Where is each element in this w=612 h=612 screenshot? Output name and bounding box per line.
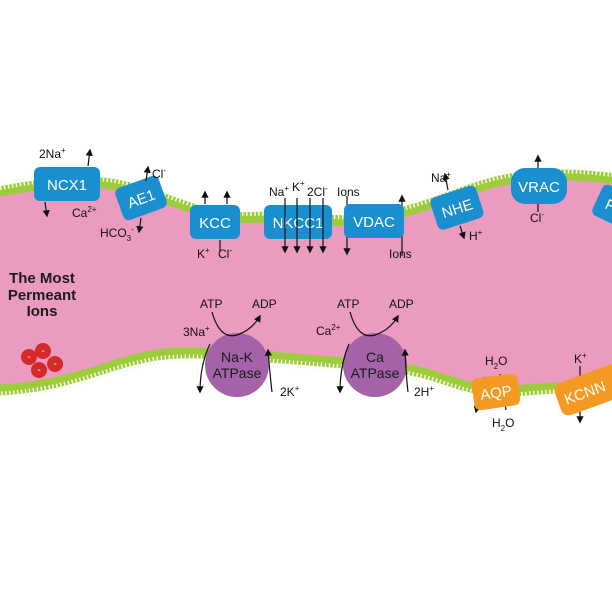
vrac-channel: VRAC Cl-	[511, 154, 567, 225]
aqp-label: AQP	[479, 383, 513, 404]
ncx1-transporter: NCX1 2Na+ Ca2+	[34, 146, 100, 220]
vrac-cl-label: Cl-	[530, 210, 544, 225]
kcc-k-label: K+	[197, 246, 210, 261]
ae1-transporter: AE1 Cl- HCO3-	[100, 165, 167, 243]
nak-adp-label: ADP	[252, 297, 277, 311]
ca-label-line2: ATPase	[351, 365, 400, 381]
ion-cluster-icon: - - - -	[21, 343, 63, 378]
legend: The Most Permeant Ions - - - -	[8, 270, 76, 378]
nhe-h-label: H+	[469, 228, 483, 243]
nkcc1-label: NKCC1	[273, 215, 324, 232]
p-label: P	[602, 196, 612, 216]
vdac-top-label: Ions	[337, 185, 360, 199]
aqp-top-label: H2O	[485, 354, 507, 371]
vdac-label: VDAC	[353, 214, 395, 231]
ncx1-ca-label: Ca2+	[72, 205, 97, 220]
nak-label-line1: Na-K	[221, 349, 254, 365]
vdac-channel: VDAC Ions Ions	[337, 185, 412, 261]
legend-title-line2: Permeant	[8, 287, 76, 304]
legend-title-line1: The Most	[9, 270, 75, 287]
nkcc1-transporter: NKCC1 Na+ K+ 2Cl-	[264, 179, 332, 254]
ae1-hco3-label: HCO3-	[100, 225, 134, 243]
nak-na-label: 3Na+	[183, 324, 210, 339]
nak-atp-label: ATP	[200, 297, 222, 311]
nhe-na-label: Na+	[431, 170, 451, 185]
ca-atpase-pump: Ca ATPase ATP ADP Ca2+ 2H+	[316, 297, 434, 399]
kcnn-k-label: K+	[574, 351, 587, 366]
ion-sign-1: -	[27, 352, 30, 363]
ion-sign-3: -	[53, 359, 56, 370]
ca-ca-label: Ca2+	[316, 323, 341, 338]
ncx1-label: NCX1	[47, 177, 87, 194]
vrac-label: VRAC	[518, 179, 560, 196]
ca-h-label: 2H+	[414, 384, 434, 399]
kcc-transporter: KCC K+ Cl-	[190, 190, 240, 261]
ca-adp-label: ADP	[389, 297, 414, 311]
nkcc1-na-label: Na+	[269, 184, 289, 199]
ion-sign-2: -	[41, 346, 44, 357]
membrane-stripes	[0, 165, 612, 401]
legend-title-line3: Ions	[27, 303, 58, 320]
nak-atpase-pump: Na-K ATPase ATP ADP 3Na+ 2K+	[183, 297, 300, 399]
kcc-label: KCC	[199, 215, 231, 232]
ncx1-na-label: 2Na+	[39, 146, 66, 161]
vdac-bottom-label: Ions	[389, 247, 412, 261]
nhe-transporter: NHE Na+ H+	[430, 170, 484, 243]
ion-sign-4: -	[37, 365, 40, 376]
nkcc1-k-label: K+	[292, 179, 305, 194]
kcnn-channel: KCNN K+	[554, 351, 612, 424]
partial-p-channel: P	[592, 184, 612, 233]
nak-label-line2: ATPase	[213, 365, 262, 381]
cell-membrane	[0, 165, 612, 401]
nak-k-label: 2K+	[280, 384, 300, 399]
kcc-cl-label: Cl-	[218, 246, 232, 261]
aqp-bottom-label: H2O	[492, 416, 514, 433]
ae1-cl-label: Cl-	[152, 166, 166, 181]
nkcc1-cl-label: 2Cl-	[307, 184, 328, 199]
ca-label-line1: Ca	[366, 349, 384, 365]
ca-atp-label: ATP	[337, 297, 359, 311]
aqp-channel: AQP H2O H2O	[471, 354, 521, 433]
